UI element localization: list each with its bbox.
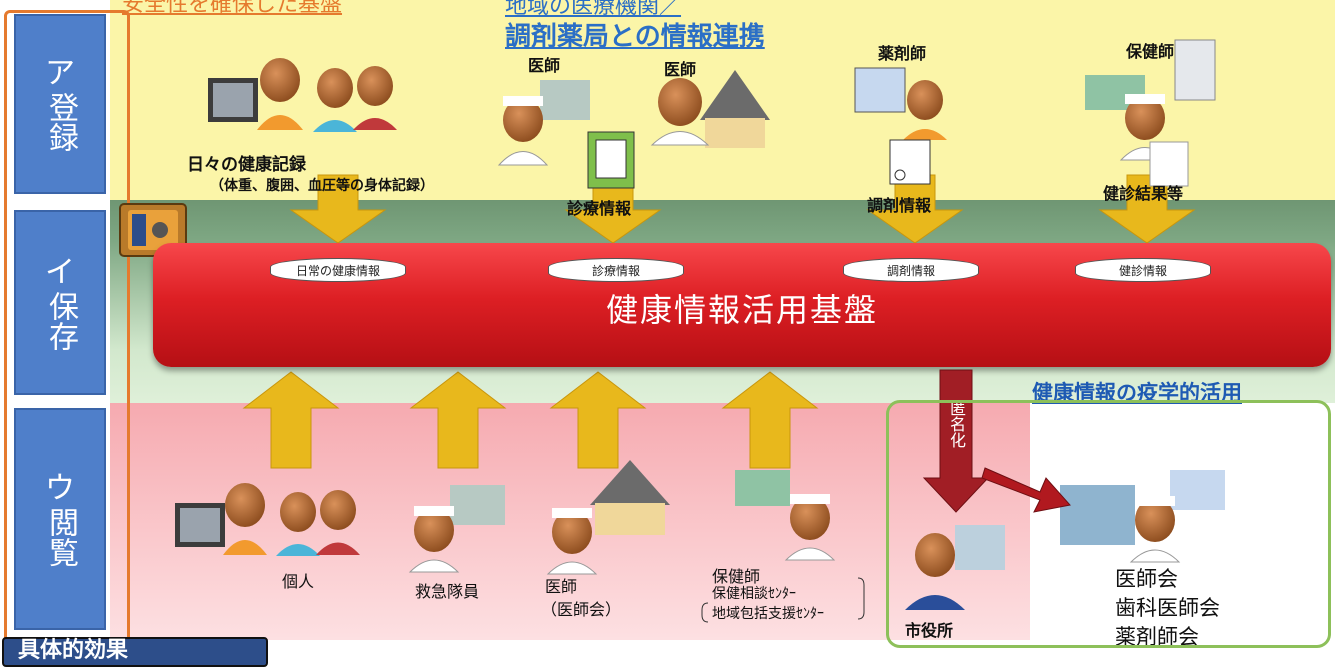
side-key-store: イ (45, 254, 75, 290)
label-doctor-1: 医師 (528, 56, 561, 75)
side-label-register: ア 登録 (14, 14, 106, 194)
to-associations-arrow (981, 467, 1071, 513)
label-dispensing-info: 調剤情報 (867, 196, 932, 215)
epidemiology-frame (886, 400, 1331, 648)
caption-regional-line1: 地域の医療機関／ (505, 0, 682, 19)
city-official-icon (905, 525, 1005, 610)
nurse-bracket-left (701, 602, 709, 623)
label-assoc-dentists: 歯科医師会 (1115, 596, 1220, 620)
arrow-up-1 (242, 371, 340, 469)
caption-secure-base: 安全性を確保した基盤 (122, 0, 343, 17)
associations-icon (1060, 470, 1225, 563)
label-nurse-center2: 地域包括支援ｾﾝﾀｰ (712, 606, 824, 622)
health-nurse-view-icon (735, 470, 836, 561)
paramedic-icon (408, 485, 505, 573)
label-anonymize: 匿名化 (947, 400, 966, 448)
family-view-icon (175, 483, 360, 556)
label-doctor-view: 医師 (545, 577, 578, 596)
doctor-icon-1 (497, 80, 590, 166)
arrow-up-3 (549, 371, 647, 469)
label-doctor-2: 医師 (664, 60, 697, 79)
arrow-down-1 (289, 174, 387, 244)
label-daily-record: 日々の健康記録 (187, 155, 306, 175)
effect-box: 具体的効果 (2, 637, 268, 667)
medical-record-icon (587, 131, 635, 189)
label-individual: 個人 (282, 572, 315, 591)
label-pharmacist: 薬剤師 (878, 44, 927, 63)
label-daily-record-sub: （体重、腹囲、血圧等の身体記録） (210, 178, 434, 194)
label-assoc-doctors: 医師会 (1115, 567, 1178, 591)
health-nurse-icon (1085, 39, 1216, 161)
store-daily-health: 日常の健康情報 (270, 258, 406, 282)
side-key-register: ア (45, 56, 75, 91)
platform-title: 健康情報活用基盤 (605, 291, 878, 329)
caption-regional-line2: 調剤薬局との情報連携 (505, 22, 765, 52)
arrow-up-4 (721, 371, 819, 469)
arrow-down-3 (866, 174, 964, 244)
side-text-view: 閲覧 (43, 507, 78, 567)
down-arrows (242, 174, 1196, 469)
label-doctor-assoc: （医師会） (541, 600, 622, 619)
store-checkup: 健診情報 (1075, 258, 1211, 282)
label-checkup-results: 健診結果等 (1103, 184, 1184, 203)
side-key-view: ウ (45, 471, 75, 506)
doctor-view-icon (546, 460, 670, 575)
side-label-view: ウ 閲覧 (14, 408, 106, 630)
anonymize-arrow (922, 369, 990, 513)
eye-chart-icon (1149, 141, 1189, 187)
side-text-register: 登録 (43, 92, 78, 152)
label-medical-info: 診療情報 (567, 199, 632, 218)
doctor-icon-2 (650, 70, 770, 148)
family-register-icon (208, 58, 397, 132)
label-paramedic: 救急隊員 (415, 582, 480, 601)
store-dispensing: 調剤情報 (843, 258, 979, 282)
arrow-up-2 (409, 371, 507, 469)
side-text-store: 保存 (43, 290, 78, 351)
pharmacist-icon (854, 67, 947, 140)
label-nurse-center1: 保健相談ｾﾝﾀｰ (712, 586, 796, 602)
people-illustrations (175, 39, 1225, 623)
label-city-hall: 市役所 (905, 621, 954, 640)
nurse-bracket-right (857, 577, 865, 620)
store-medical: 診療情報 (548, 258, 684, 282)
prescription-icon (889, 139, 931, 185)
side-label-store: イ 保存 (14, 210, 106, 395)
label-health-nurse: 保健師 (1126, 42, 1175, 61)
label-nurse-view: 保健師 (712, 567, 761, 586)
